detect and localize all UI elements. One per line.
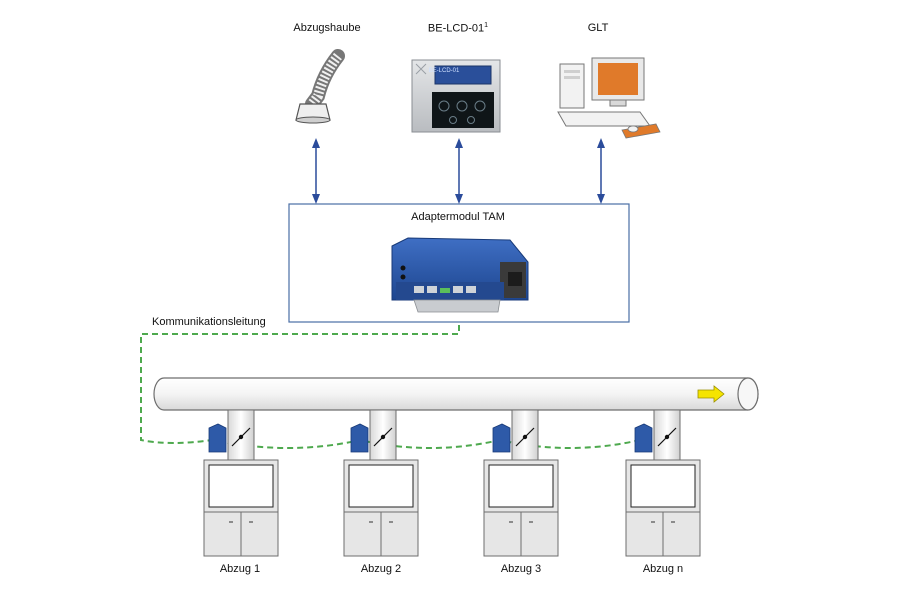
label-hood-2: Abzug 2 [360,563,402,575]
fume-hood-1-icon [203,459,279,557]
lcd-panel-icon [411,59,501,133]
fume-hood-n-icon [625,459,701,557]
arrow-glt-to-adapter [597,138,605,204]
computer-icon [557,57,661,139]
damper-controller-1-icon [208,423,251,453]
lcd-screen-text: BE-LCD-01 [428,68,460,74]
adapter-module-icon [391,237,529,313]
label-lcd-footnote: 1 [484,22,489,29]
label-hood-n: Abzug n [642,563,684,575]
extraction-arm-icon [295,49,345,124]
label-glt: GLT [587,22,609,34]
main-exhaust-duct [153,377,759,411]
label-hood-1: Abzug 1 [219,563,261,575]
fume-hood-2-icon [343,459,419,557]
label-extraction-hood: Abzugshaube [293,22,361,34]
arrow-hood-to-adapter [312,138,320,204]
label-hood-3: Abzug 3 [500,563,542,575]
fume-hood-3-icon [483,459,559,557]
arrow-lcd-to-adapter [455,138,463,204]
label-lcd-panel: BE-LCD-011 [428,22,488,35]
damper-controller-2-icon [350,423,393,453]
label-lcd-panel-text: BE-LCD-01 [427,22,485,35]
flow-direction-arrow-icon [697,385,725,403]
communication-line-label: Kommunikationsleitung [152,316,266,328]
damper-controller-n-icon [634,423,677,453]
adapter-module-title: Adaptermodul TAM [411,211,505,223]
damper-controller-3-icon [492,423,535,453]
